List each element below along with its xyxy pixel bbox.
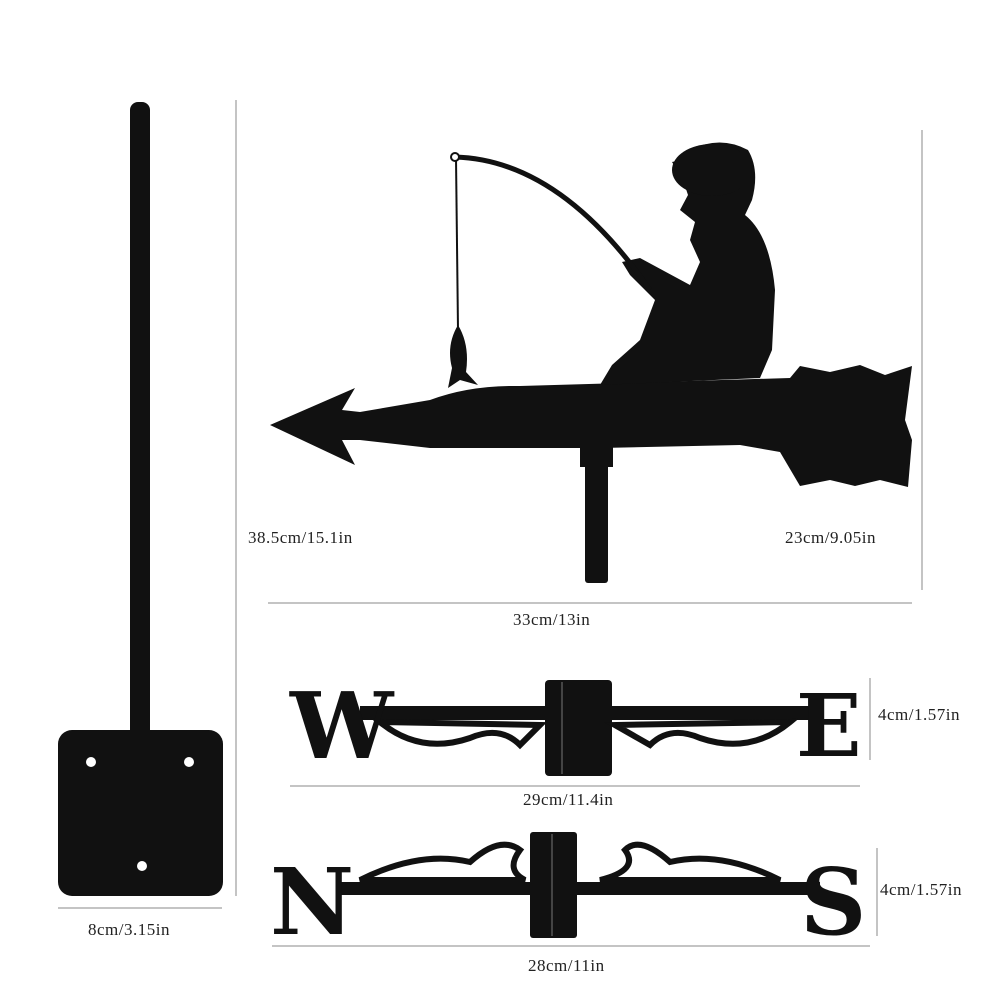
east-west-arm: W E xyxy=(289,672,862,780)
north-letter: N xyxy=(270,848,354,956)
dimension-lines xyxy=(58,100,923,947)
base-plate xyxy=(58,730,223,896)
mounting-pole xyxy=(58,102,223,896)
north-south-height-label: 4cm/1.57in xyxy=(880,880,962,899)
vane-length-label: 33cm/13in xyxy=(513,610,591,629)
north-south-length-label: 28cm/11in xyxy=(528,956,605,975)
pole-width-label: 8cm/3.15in xyxy=(88,920,170,939)
north-south-arm: N S xyxy=(270,832,866,956)
east-letter: E xyxy=(796,676,862,777)
fishing-boy-weathervane xyxy=(270,142,912,583)
vane-height-label: 38.5cm/15.1in xyxy=(248,528,353,547)
east-west-length-label: 29cm/11.4in xyxy=(523,790,614,809)
east-west-height-label: 4cm/1.57in xyxy=(878,705,960,724)
figure-height-label: 23cm/9.05in xyxy=(785,528,876,547)
south-letter: S xyxy=(800,848,866,956)
west-letter: W xyxy=(289,672,395,780)
